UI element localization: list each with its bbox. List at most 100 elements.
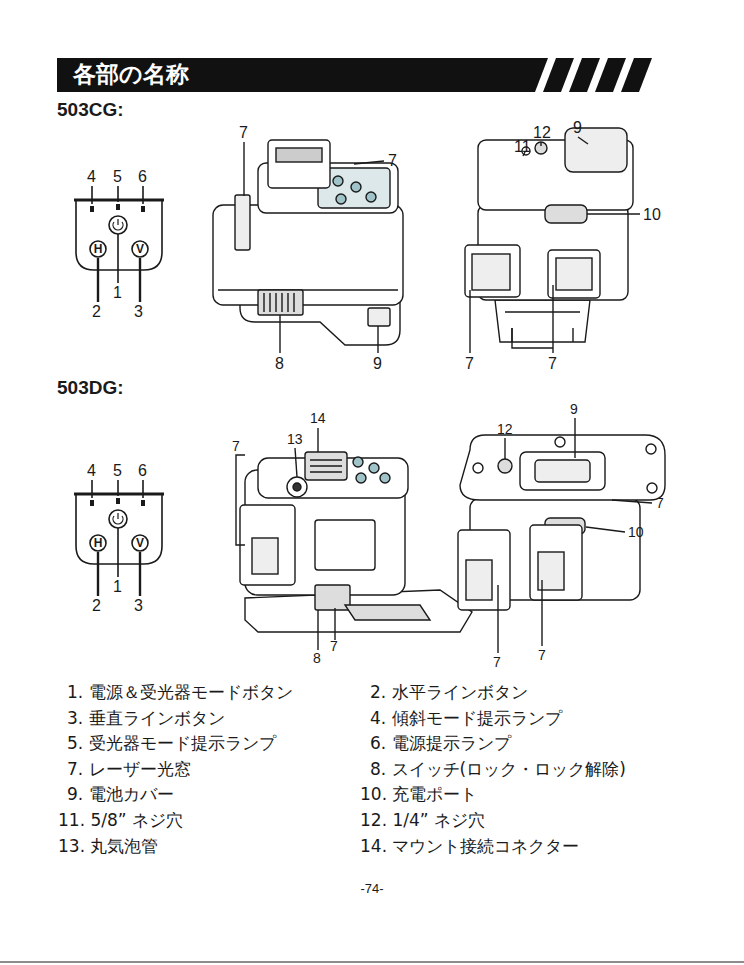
switch-ridges [264, 293, 294, 312]
leader-line [142, 186, 144, 204]
leader-line [139, 258, 141, 302]
callout-number: 1 [113, 284, 122, 302]
indicator-lamp [90, 500, 94, 506]
power-button [109, 510, 127, 528]
laser-glass [466, 560, 492, 600]
laser-glass [472, 254, 510, 290]
indicator-lamp [141, 206, 145, 212]
callout-number: 10 [643, 206, 661, 224]
button-circle [132, 241, 148, 257]
title-band [57, 58, 652, 92]
callout-number: 7 [465, 355, 474, 373]
screw-hole [498, 459, 512, 473]
laser-window [235, 195, 250, 250]
key [336, 194, 346, 204]
button-circle [90, 535, 106, 551]
leader-line [117, 480, 119, 496]
title-band [57, 58, 548, 92]
key [333, 176, 343, 186]
control-panel [74, 186, 164, 302]
laser-window [458, 530, 510, 610]
page-title: 各部の名称 [73, 61, 189, 87]
part-list-item: 8. スイッチ(ロック・ロック解除) [370, 760, 626, 780]
indicator-lamp [90, 206, 94, 212]
device-drawing [465, 128, 640, 353]
callout-number: 12 [497, 421, 513, 437]
callout-number: 7 [656, 495, 664, 511]
mount-connector [305, 452, 347, 480]
callout-number: 2 [92, 303, 101, 321]
plate-hole [646, 444, 656, 454]
button-text-wrap: H [89, 534, 107, 552]
panel-button: H [89, 240, 107, 258]
leader-line [586, 527, 625, 532]
device-drawing [213, 140, 403, 353]
panel-outline [76, 200, 162, 270]
callout-number: 8 [275, 355, 284, 373]
leader-line [334, 608, 335, 640]
callout-number: 9 [373, 355, 382, 373]
key [380, 473, 390, 483]
leader-line [497, 585, 498, 653]
leader-line [541, 580, 542, 646]
part-list-item: 9. 電池カバー [67, 785, 174, 805]
leader-line [317, 610, 318, 650]
panel-button: V [131, 534, 149, 552]
power-symbol [113, 219, 123, 230]
panel-button: H [89, 534, 107, 552]
leader-line [91, 480, 93, 498]
leader-line [552, 285, 553, 353]
front-panel [315, 520, 375, 570]
screw-hole [535, 142, 547, 154]
lock-switch [315, 585, 350, 610]
callout-number: 13 [287, 431, 303, 447]
page-number: -74- [360, 882, 383, 897]
part-list-item: 13. 丸気泡管 [58, 837, 158, 857]
power-symbol [113, 513, 123, 524]
callout-number: 7 [493, 654, 501, 670]
title-slash [621, 58, 652, 92]
panel-outline [76, 494, 162, 564]
title-slash [595, 58, 626, 92]
leader-line [587, 213, 640, 214]
callout-number: 3 [134, 597, 143, 615]
leader-line [117, 528, 119, 577]
leader-line [117, 186, 119, 202]
base-rail [345, 605, 430, 620]
callout-number: 11 [514, 138, 531, 156]
callout-number: 14 [310, 410, 326, 426]
laser-glass [556, 258, 592, 290]
callout-number: 7 [538, 647, 546, 663]
stand-detail [505, 312, 580, 342]
leader-lines [244, 142, 384, 353]
button-circle [132, 535, 148, 551]
model-name: 503CG: [57, 99, 124, 121]
part-list-item: 14. マウント接続コネクター [360, 837, 579, 857]
leader-line [504, 438, 505, 459]
part-list-item: 6. 電源提示ランプ [370, 734, 511, 754]
device-stand [495, 300, 590, 342]
model-name: 503DG: [57, 377, 124, 399]
leader-line [279, 315, 280, 353]
callout-number: 12 [533, 124, 551, 142]
key [369, 463, 379, 473]
part-list-item: 4. 傾斜モード提示ランプ [370, 709, 562, 729]
leader-line [243, 142, 244, 196]
callout-number: 6 [138, 168, 147, 186]
bubble [293, 483, 301, 491]
callout-number: 8 [313, 650, 321, 666]
part-list-item: 10. 充電ポート [360, 785, 477, 805]
button-text-wrap: V [131, 534, 149, 552]
leader-line [97, 258, 99, 302]
battery-cover [520, 452, 605, 490]
top-plate [460, 435, 665, 500]
title-slash [543, 58, 574, 92]
part-list-item: 3. 垂直ラインボタン [67, 709, 225, 729]
charge-port [545, 205, 587, 223]
callout-number: 9 [570, 401, 578, 417]
key [356, 473, 366, 483]
laser-turret [268, 140, 330, 188]
callout-number: 7 [548, 355, 557, 373]
callout-number: 1 [113, 578, 122, 596]
